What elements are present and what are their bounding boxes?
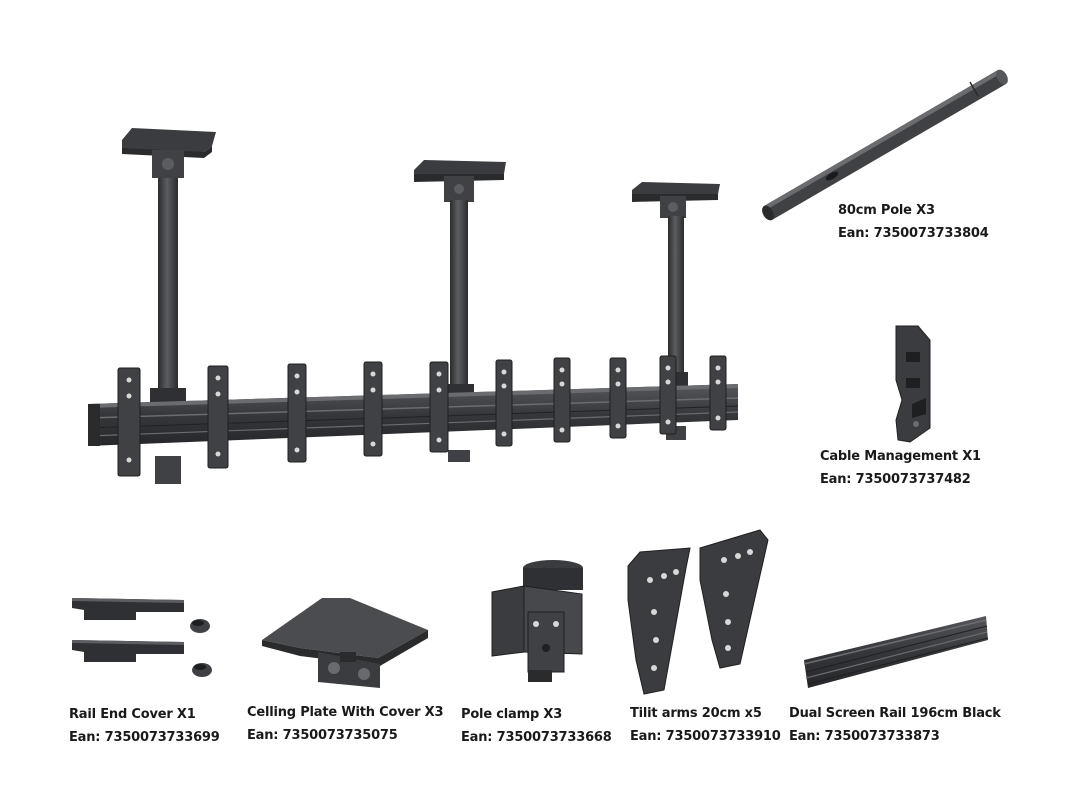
cable-management-name: Cable Management X1 [820, 449, 981, 464]
tilt-arms-image [627, 529, 769, 695]
pole-2 [450, 200, 468, 388]
tilt-arms-label: Tilit arms 20cm x5 Ean: 7350073733910 [630, 705, 781, 745]
ceiling-plate-name: Celling Plate With Cover X3 [247, 705, 444, 720]
rail-end-cover-image [72, 598, 212, 677]
bracket-holes [126, 365, 721, 463]
pole-clamp-name: Pole clamp X3 [461, 707, 563, 722]
rail-end-cover-label: Rail End Cover X1 Ean: 7350073733699 [69, 706, 220, 746]
pole-3 [668, 216, 684, 376]
cable-management-image [895, 325, 931, 443]
ceiling-plate-2 [414, 160, 506, 202]
rail [87, 384, 739, 446]
rail-end-cover-ean: Ean: 7350073733699 [69, 730, 220, 745]
pole-clamp-image [491, 560, 583, 682]
ceiling-plate-ean: Ean: 7350073735075 [247, 728, 398, 743]
cable-management-label: Cable Management X1 Ean: 7350073737482 [820, 448, 981, 488]
ceiling-plate-image [262, 598, 428, 688]
pole-clamp-label: Pole clamp X3 Ean: 7350073733668 [461, 706, 612, 746]
dual-screen-rail-ean: Ean: 7350073733873 [789, 729, 940, 744]
ceiling-plate-3 [632, 182, 720, 218]
assembled-ceiling-mount-image [87, 128, 739, 484]
dual-screen-rail-label: Dual Screen Rail 196cm Black Ean: 735007… [789, 705, 1001, 745]
pole-clamp-ean: Ean: 7350073733668 [461, 730, 612, 745]
pole-name: 80cm Pole X3 [838, 203, 935, 218]
tilt-arms-name: Tilit arms 20cm x5 [630, 706, 762, 721]
pole-image [762, 69, 1008, 221]
pole-1 [158, 178, 178, 388]
tilt-arms-ean: Ean: 7350073733910 [630, 729, 781, 744]
pole-label: 80cm Pole X3 Ean: 7350073733804 [838, 202, 989, 242]
rail-brackets [117, 355, 727, 477]
ceiling-plate-label: Celling Plate With Cover X3 Ean: 7350073… [247, 704, 443, 744]
dual-screen-rail-name: Dual Screen Rail 196cm Black [789, 706, 1001, 721]
pole-ean: Ean: 7350073733804 [838, 226, 989, 241]
cable-management-ean: Ean: 7350073737482 [820, 472, 971, 487]
dual-screen-rail-image [803, 616, 989, 688]
rail-end-cover-name: Rail End Cover X1 [69, 707, 196, 722]
ceiling-plate-1 [122, 128, 216, 178]
